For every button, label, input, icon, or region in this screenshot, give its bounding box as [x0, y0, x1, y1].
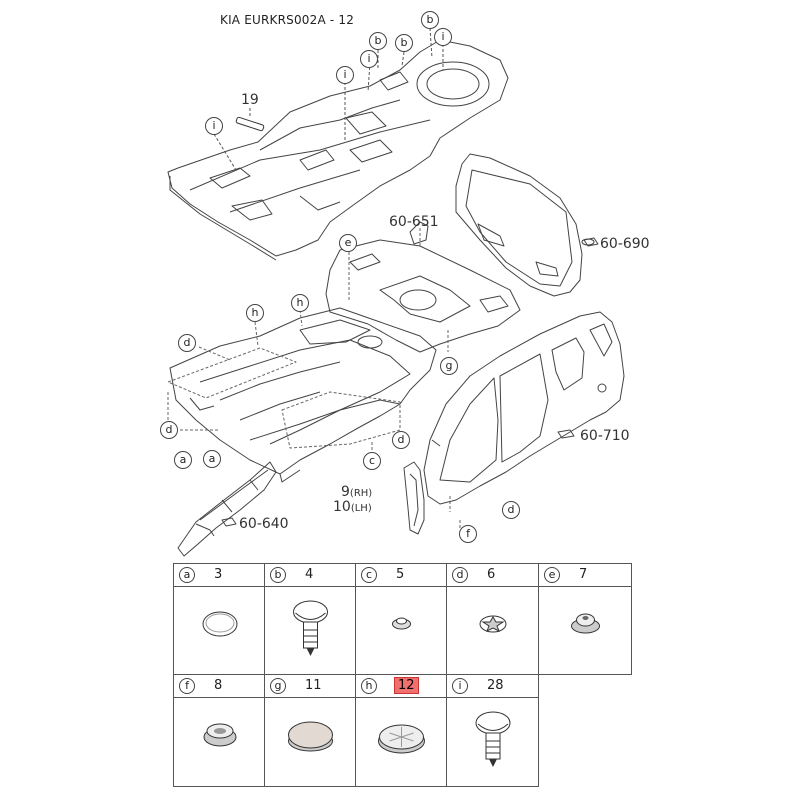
legend-part-number: 5	[396, 567, 405, 582]
callout-i-1: i	[434, 28, 452, 46]
body-panels-drawing	[167, 27, 625, 557]
legend-cell-i: i 28	[446, 674, 539, 787]
legend-part-number: 11	[305, 678, 322, 693]
legend-part-number: 3	[214, 567, 223, 582]
part-ref-9-number: 9	[341, 484, 350, 500]
callout-f: f	[459, 525, 477, 543]
large-plug-icon	[378, 724, 425, 754]
callout-c: c	[363, 452, 381, 470]
part-ref-9-side: (RH)	[349, 488, 373, 499]
part-ref-10-number: 10	[333, 499, 351, 515]
callout-i-4: i	[205, 117, 223, 135]
part-ref-19: 19	[241, 92, 259, 108]
legend-part-number: 8	[214, 678, 223, 693]
callout-h-1: h	[246, 304, 264, 322]
part-ref-60-640: 60-640	[239, 516, 289, 532]
legend-letter: c	[361, 567, 377, 583]
callout-d-3: d	[392, 431, 410, 449]
push-clip-icon	[475, 711, 511, 767]
push-clip-icon	[293, 600, 328, 656]
callout-h-2: h	[291, 294, 309, 312]
rear-floor-panel	[325, 221, 521, 353]
bracket-60-651	[409, 221, 429, 245]
legend-part-number-highlighted: 12	[394, 677, 419, 694]
callout-d-4: d	[502, 501, 520, 519]
legend-letter: f	[179, 678, 195, 694]
legend-letter: g	[270, 678, 286, 694]
part-ref-60-710: 60-710	[580, 428, 630, 444]
callout-d-1: d	[178, 334, 196, 352]
callout-a-2: a	[203, 450, 221, 468]
body-side-outer-panel	[423, 311, 625, 505]
callout-e: e	[339, 234, 357, 252]
ring-plug-icon	[203, 723, 237, 747]
legend-letter: i	[452, 678, 468, 694]
legend-cell-header: h 12	[356, 675, 446, 698]
legend-letter: d	[452, 567, 468, 583]
side-sill-panel	[177, 461, 277, 557]
star-grommet-icon	[479, 615, 507, 633]
callout-i-2: i	[360, 50, 378, 68]
dome-grommet-icon	[571, 613, 600, 634]
legend-part-number: 4	[305, 567, 314, 582]
part-ref-9: 9(RH)	[341, 484, 372, 500]
legend-cell-g: g 11	[264, 674, 356, 787]
front-floor-panel	[169, 307, 437, 483]
part-ref-10: 10(LH)	[333, 499, 372, 515]
callout-b-2: b	[369, 32, 387, 50]
legend-part-number: 6	[487, 567, 496, 582]
exploded-parts-diagram: KIA EURKRS002A - 12 b b b i i i i e h h …	[160, 11, 650, 557]
round-plug-icon	[202, 611, 238, 637]
legend-part-number: 7	[579, 567, 588, 582]
foam-plug-icon	[288, 721, 333, 752]
legend-letter: b	[270, 567, 286, 583]
ref-clip-icons	[221, 237, 599, 527]
legend-letter: h	[361, 678, 377, 694]
callout-d-2: d	[160, 421, 178, 439]
part-ref-60-651: 60-651	[389, 214, 439, 230]
callout-g: g	[440, 357, 458, 375]
floor-carpet	[167, 39, 509, 261]
legend-letter: a	[179, 567, 195, 583]
callout-i-3: i	[336, 66, 354, 84]
callout-b-3: b	[395, 34, 413, 52]
sound-pad-19	[235, 116, 265, 132]
legend-cell-header: i 28	[447, 675, 538, 698]
part-ref-10-side: (LH)	[350, 503, 372, 514]
legend-letter: e	[544, 567, 560, 583]
small-grommet-icon	[392, 617, 411, 630]
part-ref-60-690: 60-690	[600, 236, 650, 252]
legend-part-number: 28	[487, 678, 504, 693]
callout-b-1: b	[421, 11, 439, 29]
pillar-reinforcement-9-10	[403, 461, 425, 535]
tailgate-inner-panel	[455, 153, 595, 297]
legend-cell-h: h 12	[355, 674, 447, 787]
callout-a-1: a	[174, 451, 192, 469]
diagram-title: KIA EURKRS002A - 12	[220, 13, 355, 27]
legend-cell-header: g 11	[265, 675, 355, 698]
